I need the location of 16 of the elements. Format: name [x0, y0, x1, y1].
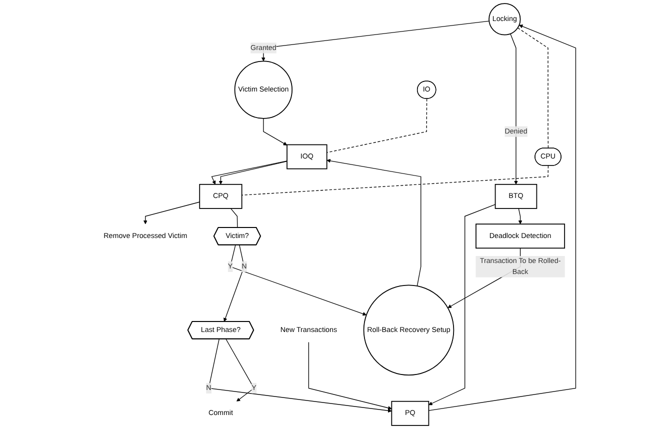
arrow: [518, 208, 522, 224]
arrow: [326, 158, 422, 286]
arrow: [428, 24, 576, 411]
arrow: [208, 338, 392, 413]
connector: [517, 28, 549, 149]
arrow: [224, 244, 244, 322]
arrow: [308, 342, 392, 410]
arrow: [143, 202, 200, 224]
arrow: [226, 338, 254, 402]
arrow: [428, 204, 496, 406]
arrow: [510, 33, 518, 185]
arrow: [230, 244, 367, 316]
arrow: [263, 118, 288, 146]
arrow: [261, 20, 490, 62]
connector: [230, 208, 238, 228]
connector: [326, 98, 428, 153]
